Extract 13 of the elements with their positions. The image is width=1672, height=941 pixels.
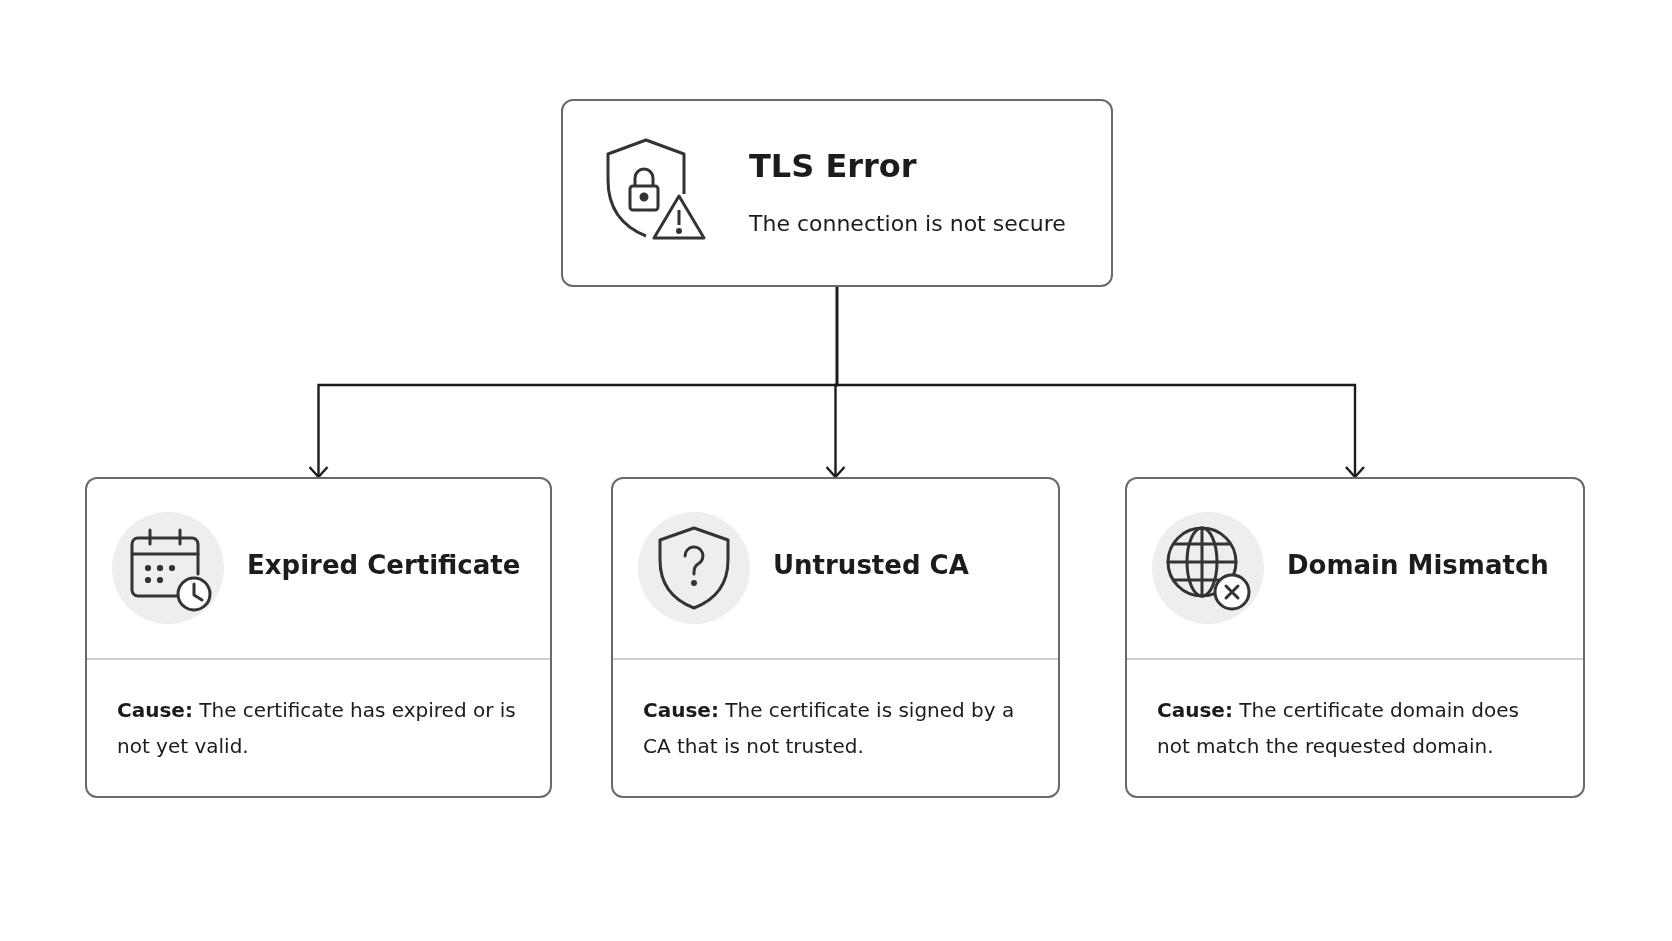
card-title: Domain Mismatch bbox=[1287, 550, 1549, 580]
cause-card bbox=[611, 477, 1060, 798]
cause-text: Cause: The certificate is signed by a CA that is not trusted. bbox=[643, 697, 1016, 760]
cause-text: Cause: The certificate domain does not match the requested domain. bbox=[1157, 697, 1520, 760]
error-box bbox=[561, 99, 1113, 287]
cause-card bbox=[1125, 477, 1585, 798]
card-title: Untrusted CA bbox=[773, 550, 969, 580]
cause-text: Cause: The certificate has expired or is not yet valid. bbox=[117, 697, 517, 760]
cause-card bbox=[85, 477, 552, 798]
arrow bbox=[835, 287, 1366, 479]
card-title: Expired Certificate bbox=[247, 550, 521, 580]
subtitle: The connection is not secure bbox=[749, 211, 1066, 236]
heading: TLS Error bbox=[749, 147, 917, 185]
